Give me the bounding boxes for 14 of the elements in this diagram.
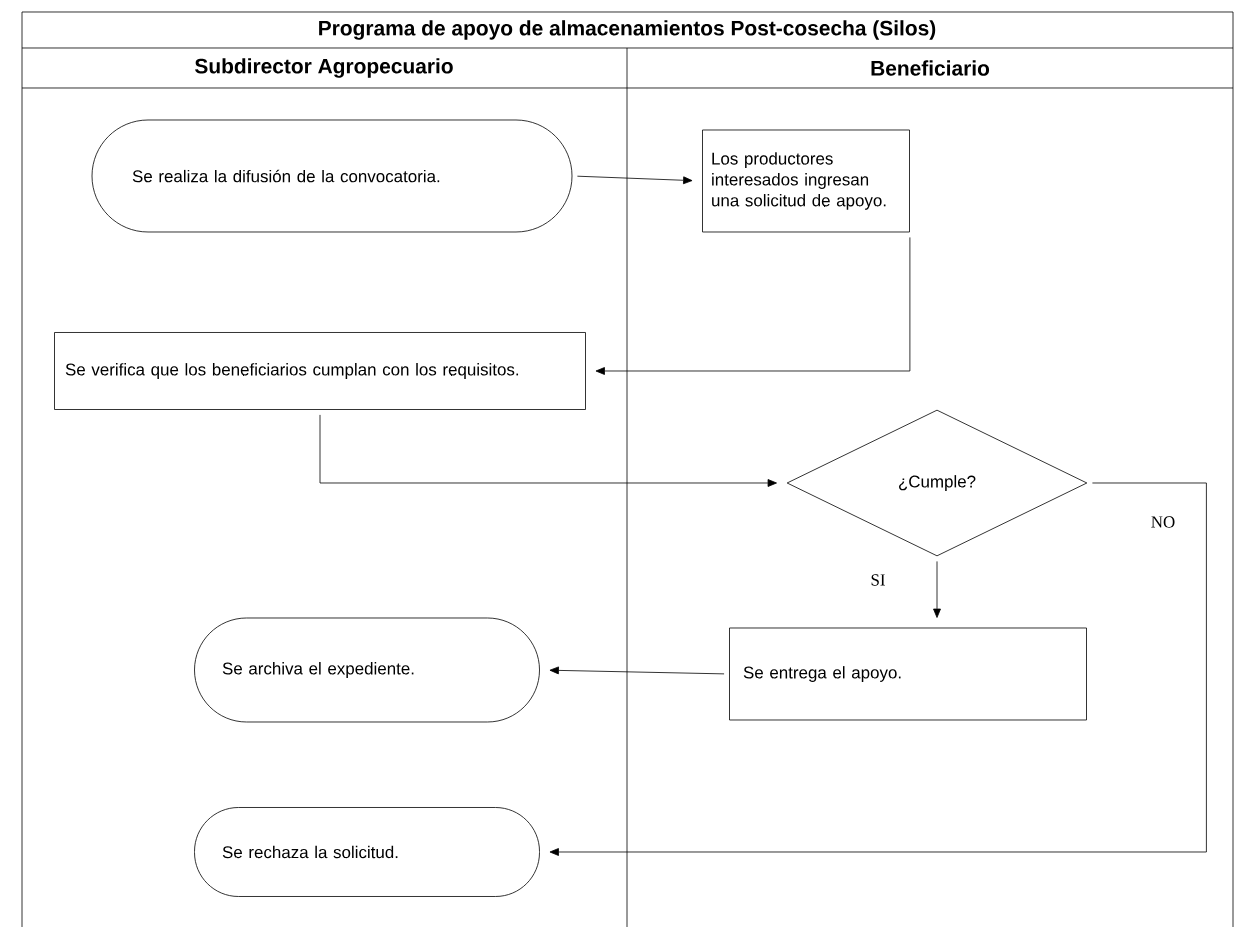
- arrow: [577, 175, 693, 185]
- lane-header: Beneficiario: [871, 60, 990, 76]
- title: Programa de apoyo de almacenamientos Post-cosecha (Silos): [319, 20, 936, 40]
- process-box: Se entrega el apoyo.: [729, 627, 1087, 721]
- arrow: [549, 482, 1207, 856]
- process-box: Los productores interesados ingresan una solicitud de apoyo.: [702, 129, 910, 233]
- edge-label: NO: [1149, 515, 1177, 529]
- process-box: Se verifica que los beneficiarios cumplan con los requisitos.: [54, 332, 586, 410]
- arrow: [595, 237, 911, 375]
- edge-label: SI: [869, 573, 887, 587]
- arrow: [933, 561, 941, 618]
- lane-header: Subdirector Agropecuario: [195, 58, 453, 78]
- arrow: [319, 414, 777, 487]
- arrow: [549, 666, 725, 675]
